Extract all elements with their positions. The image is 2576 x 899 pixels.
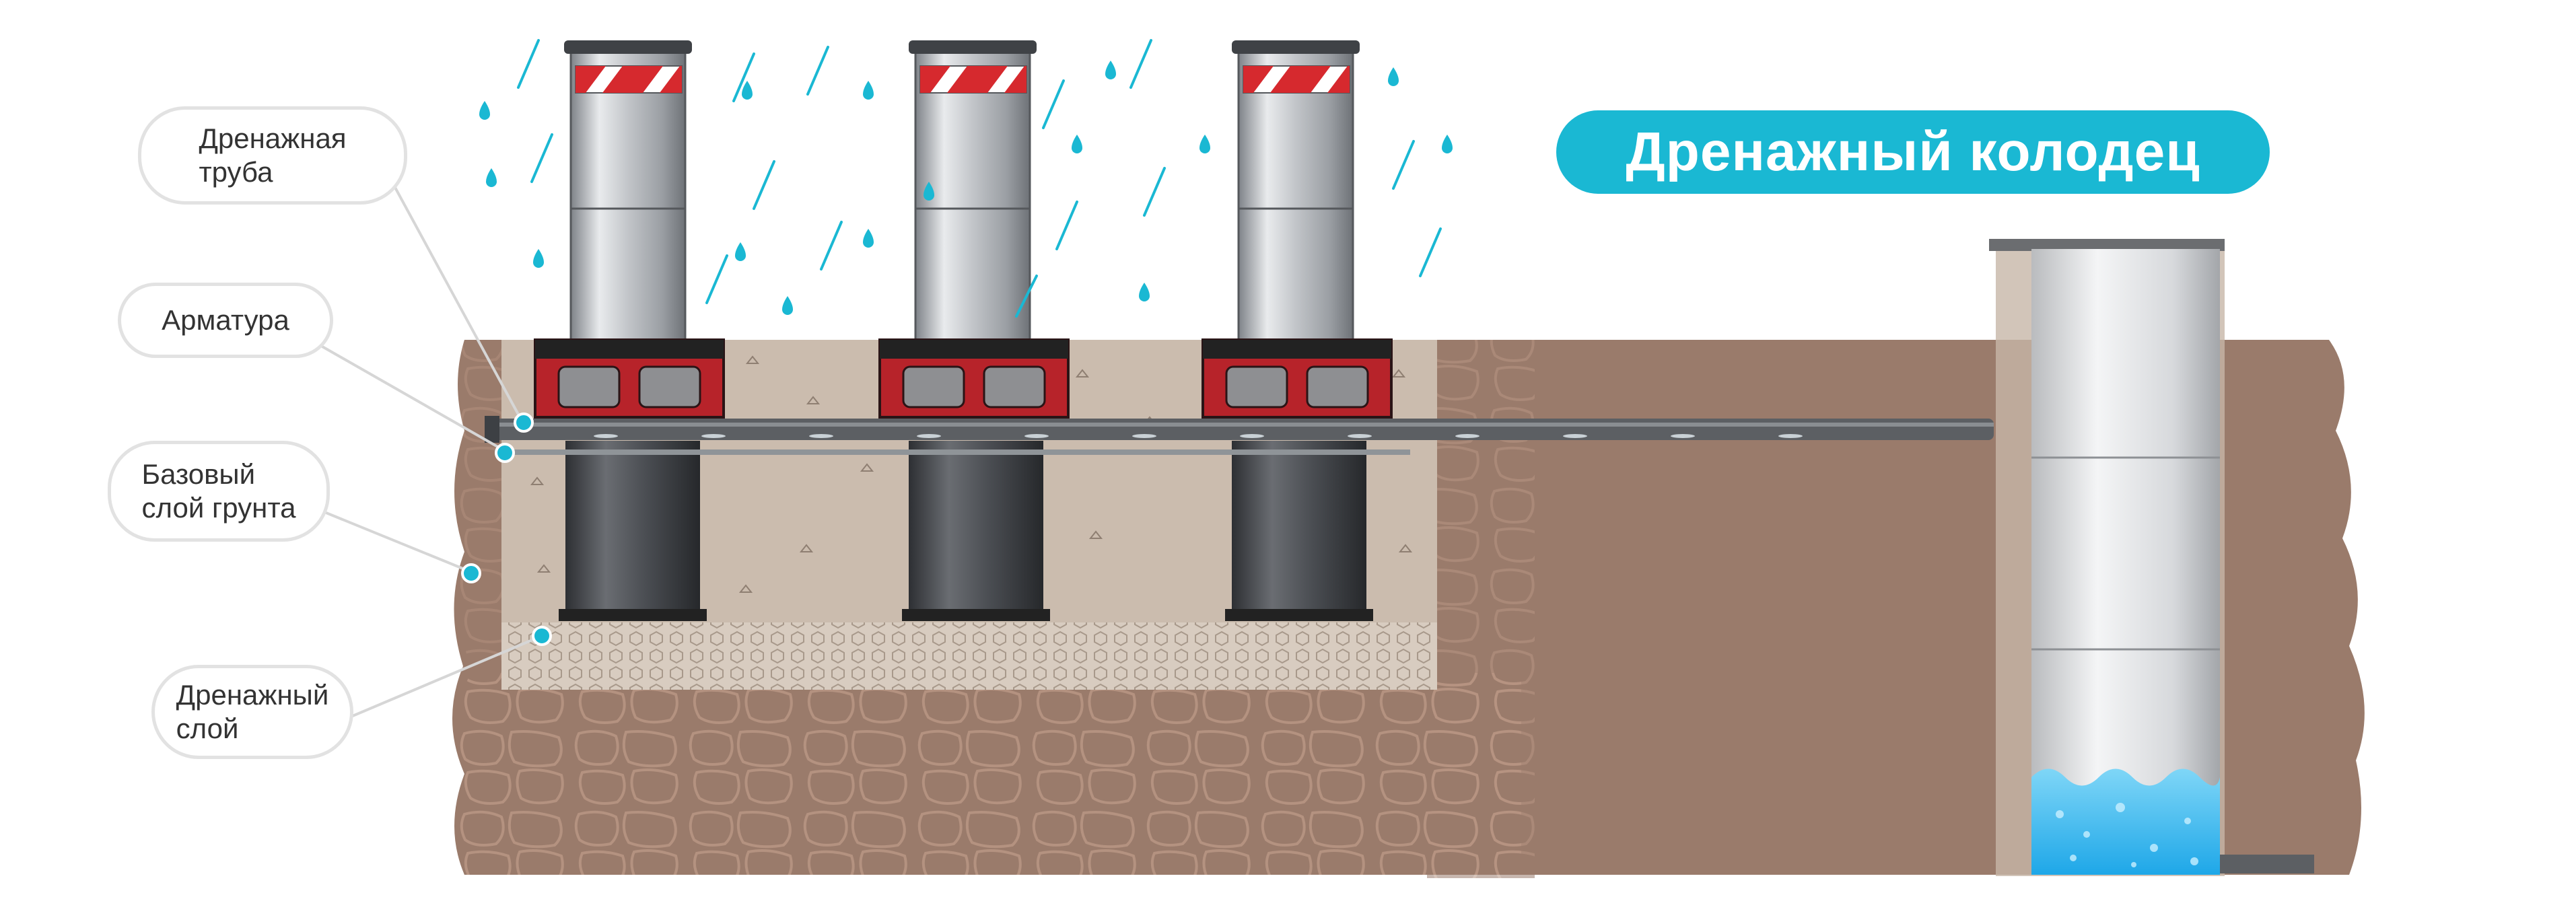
rebar-line bbox=[495, 450, 1410, 455]
leader-lines bbox=[306, 184, 543, 723]
label-rebar-text: Арматура bbox=[162, 304, 289, 336]
label-drain-pipe: Дренажная труба bbox=[138, 106, 407, 205]
rain-streaks bbox=[517, 39, 1442, 318]
label-base-soil: Базовый слой грунта bbox=[108, 441, 330, 542]
label-base-soil-text: Базовый слой грунта bbox=[141, 458, 296, 524]
well-water bbox=[2031, 768, 2220, 875]
diagram-title: Дренажный колодец bbox=[1556, 110, 2270, 194]
drainage-well bbox=[1989, 239, 2314, 876]
label-drain-layer-text: Дренажный слой bbox=[176, 679, 329, 744]
label-rebar: Арматура bbox=[118, 283, 333, 358]
drainage-layer bbox=[501, 622, 1437, 690]
label-drain-pipe-text: Дренажная труба bbox=[199, 122, 347, 188]
title-text: Дренажный колодец bbox=[1626, 121, 2200, 182]
bollard-2 bbox=[878, 40, 1070, 419]
rain-drops bbox=[479, 61, 1453, 315]
bollard-1 bbox=[534, 40, 725, 419]
bollard-foundations bbox=[559, 441, 1373, 621]
label-drain-layer: Дренажный слой bbox=[151, 665, 353, 759]
bollard-3 bbox=[1202, 40, 1393, 419]
leader-dots bbox=[461, 412, 552, 646]
pipe-holes bbox=[594, 434, 1803, 438]
stone-fill bbox=[456, 673, 1522, 875]
